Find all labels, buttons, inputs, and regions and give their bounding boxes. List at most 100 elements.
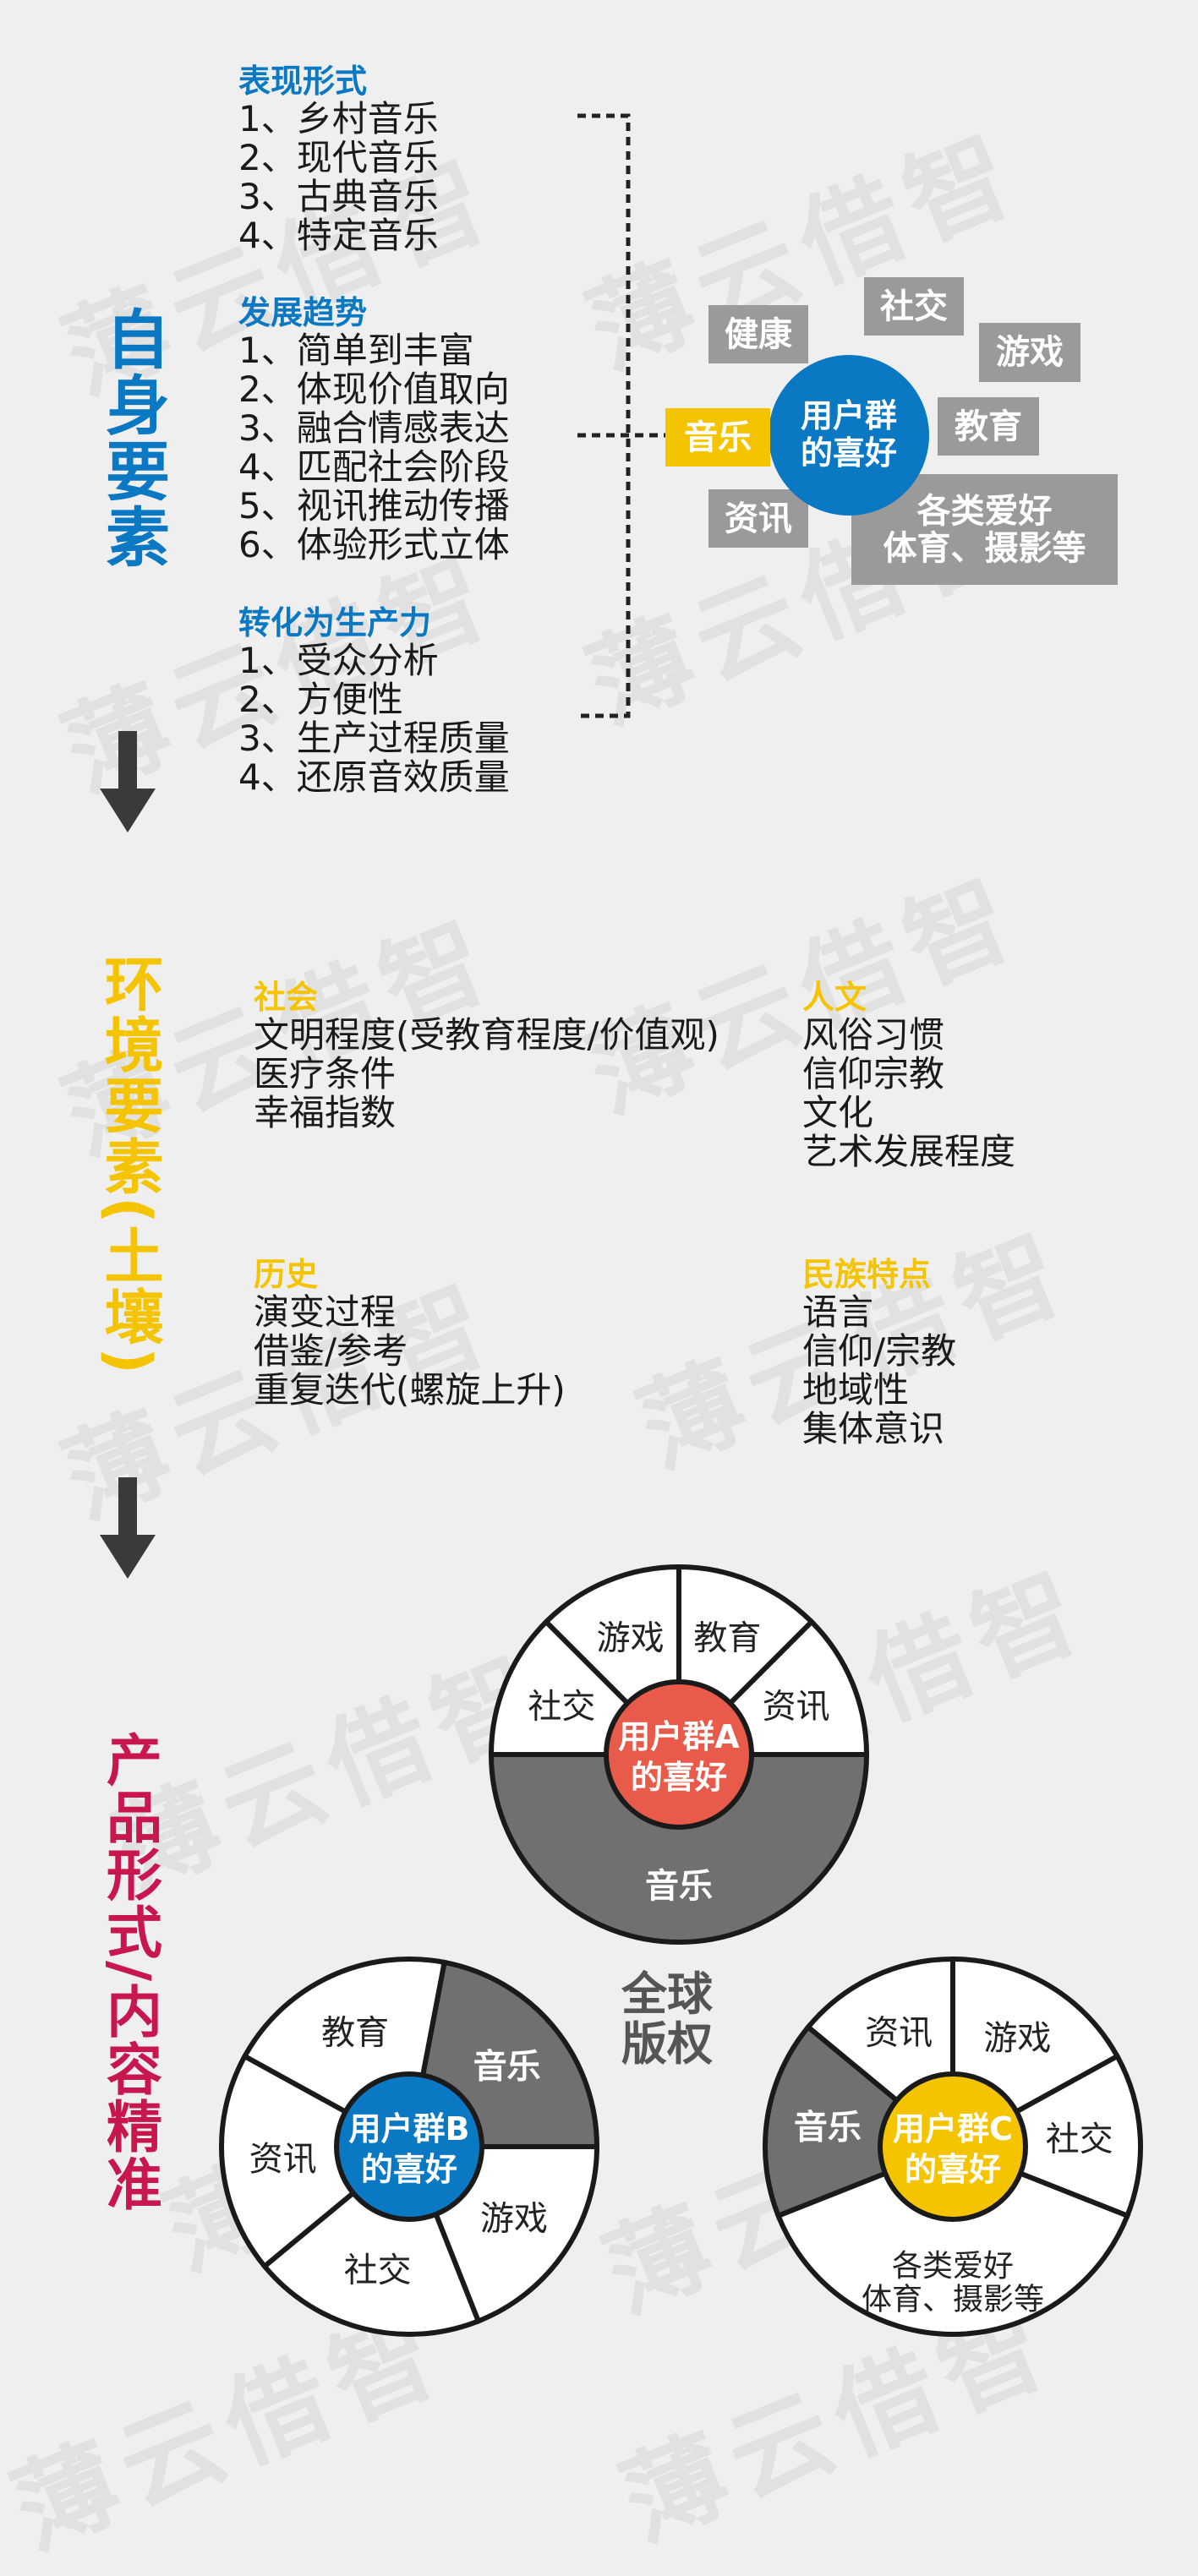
- text-group: 民族特点语言信仰/宗教地域性集体意识: [802, 1256, 956, 1449]
- pie-segment-label: 资讯: [249, 2140, 317, 2179]
- section3-title: 产品形式/内容精准: [97, 1731, 162, 2213]
- list-item: 1、受众分析: [238, 640, 439, 681]
- hobbies-line-1: 各类爱好: [916, 491, 1053, 531]
- pie-segment-label: 音乐: [473, 2047, 541, 2086]
- list-item: 信仰宗教: [802, 1053, 945, 1094]
- pie-label-line: 社交: [1046, 2120, 1113, 2159]
- pie-center-label: 用户群C: [893, 2110, 1013, 2148]
- list-item: 3、融合情感表达: [238, 407, 510, 449]
- list-item: 重复迭代(螺旋上升): [254, 1369, 566, 1411]
- text-group: 人文风俗习惯信仰宗教文化艺术发展程度: [802, 979, 1015, 1171]
- pie-label-line: 游戏: [480, 2199, 548, 2238]
- pie-segment: [488, 1752, 870, 1945]
- list-item: 艺术发展程度: [802, 1131, 1016, 1172]
- list-item: 信仰/宗教: [802, 1330, 957, 1372]
- list-item: 集体意识: [802, 1408, 945, 1449]
- pie-label-line: 音乐: [794, 2109, 862, 2148]
- pie-label-line: 音乐: [645, 1867, 713, 1906]
- list-item: 4、特定音乐: [238, 215, 439, 256]
- list-item: 6、体验形式立体: [238, 524, 510, 565]
- copyright-line-1: 全球: [621, 1967, 713, 2021]
- pie-segment: [219, 2052, 414, 2270]
- pie-label-line: 音乐: [473, 2047, 541, 2086]
- pie-center-label: 用户群B: [349, 2110, 470, 2148]
- list-item: 演变过程: [254, 1291, 397, 1333]
- pie-label-line: 游戏: [983, 2019, 1051, 2058]
- list-item: 地域性: [802, 1369, 910, 1411]
- bubble-line-2: 的喜好: [800, 434, 897, 472]
- pie-segment-label: 各类爱好体育、摄影等: [862, 2249, 1044, 2317]
- pie-center-label: 用户群A: [618, 1718, 740, 1755]
- list-item: 2、体现价值取向: [238, 368, 510, 410]
- pie-center-circle: [878, 2071, 1028, 2222]
- pie-label-line: 社交: [528, 1688, 595, 1727]
- list-item: 医疗条件: [254, 1053, 397, 1094]
- tag-health: 健康: [708, 305, 808, 363]
- pie-segment-label: 游戏: [983, 2019, 1051, 2058]
- group-header: 历史: [254, 1256, 319, 1293]
- list-item: 文化: [802, 1092, 874, 1133]
- dotted-bracket: [577, 113, 665, 718]
- hobbies-line-2: 体育、摄影等: [883, 528, 1086, 568]
- group-header: 社会: [254, 979, 319, 1016]
- pie-label-line: 社交: [344, 2251, 412, 2289]
- pie-segment-label: 社交: [344, 2251, 412, 2289]
- pie-center-label: 的喜好: [905, 2151, 1001, 2188]
- tag-news: 资讯: [708, 489, 808, 548]
- pie-segment-label: 游戏: [480, 2199, 548, 2238]
- list-item: 语言: [802, 1291, 874, 1333]
- pie-segment: [763, 2023, 958, 2219]
- list-item: 幸福指数: [254, 1092, 397, 1133]
- group-header: 人文: [802, 979, 867, 1016]
- pie-label-line: 教育: [321, 2013, 389, 2052]
- list-item: 2、现代音乐: [238, 137, 439, 178]
- pie-segment: [946, 2052, 1143, 2219]
- tag-games: 游戏: [979, 323, 1080, 382]
- group-header: 表现形式: [238, 63, 368, 100]
- group-header: 转化为生产力: [238, 604, 432, 641]
- down-arrow-icon: [100, 731, 156, 832]
- diagram-overlay: 音乐社交游戏教育资讯用户群A的喜好音乐游戏社交资讯教育用户群B的喜好游戏社交各类…: [100, 113, 1143, 2337]
- pie-segment-label: 音乐: [645, 1867, 713, 1906]
- list-item: 4、还原音效质量: [238, 756, 510, 798]
- text-group: 历史演变过程借鉴/参考重复迭代(螺旋上升): [254, 1256, 566, 1410]
- pie-segment-label: 社交: [1046, 2120, 1113, 2159]
- group-header: 民族特点: [802, 1256, 932, 1293]
- pie-center-circle: [334, 2071, 484, 2222]
- list-item: 5、视讯推动传播: [238, 485, 510, 527]
- list-item: 2、方便性: [238, 679, 403, 720]
- section1-title: 自身要素: [95, 306, 170, 570]
- pie-label-line: 各类爱好: [892, 2249, 1014, 2284]
- list-item: 风俗习惯: [802, 1014, 945, 1056]
- text-group: 社会文明程度(受教育程度/价值观)医疗条件幸福指数: [254, 979, 719, 1132]
- pie-label-line: 资讯: [249, 2140, 317, 2179]
- pie-segment-label: 教育: [693, 1618, 761, 1657]
- pie-segment-label: 资讯: [763, 1688, 830, 1727]
- bubble-line-1: 用户群: [800, 397, 897, 435]
- tag-social: 社交: [864, 277, 964, 336]
- pie-segment-label: 教育: [321, 2013, 389, 2052]
- user-preference-bubble: 用户群 的喜好: [769, 355, 929, 516]
- pie-label-line: 体育、摄影等: [862, 2282, 1044, 2317]
- pie-label-line: 资讯: [763, 1688, 830, 1727]
- pie-label-line: 游戏: [597, 1618, 665, 1657]
- pie-label-line: 教育: [693, 1618, 761, 1657]
- list-item: 1、简单到丰富: [238, 330, 474, 371]
- pie-segment-label: 音乐: [794, 2109, 862, 2148]
- list-item: 借鉴/参考: [254, 1330, 408, 1372]
- pie-segment-label: 社交: [528, 1688, 595, 1727]
- copyright-line-2: 版权: [621, 2017, 713, 2071]
- down-arrow-icon: [100, 1477, 156, 1579]
- pie-segment-label: 资讯: [865, 2013, 933, 2052]
- tag-music-highlight: 音乐: [665, 408, 770, 467]
- pie-segment: [774, 2143, 1131, 2337]
- pie-center-label: 的喜好: [631, 1759, 727, 1796]
- global-copyright-label: 全球 版权: [621, 1969, 713, 2070]
- pie-label-line: 资讯: [865, 2013, 933, 2052]
- tag-education: 教育: [938, 397, 1039, 456]
- pie-center-circle: [604, 1679, 754, 1830]
- list-item: 4、匹配社会阶段: [238, 446, 510, 488]
